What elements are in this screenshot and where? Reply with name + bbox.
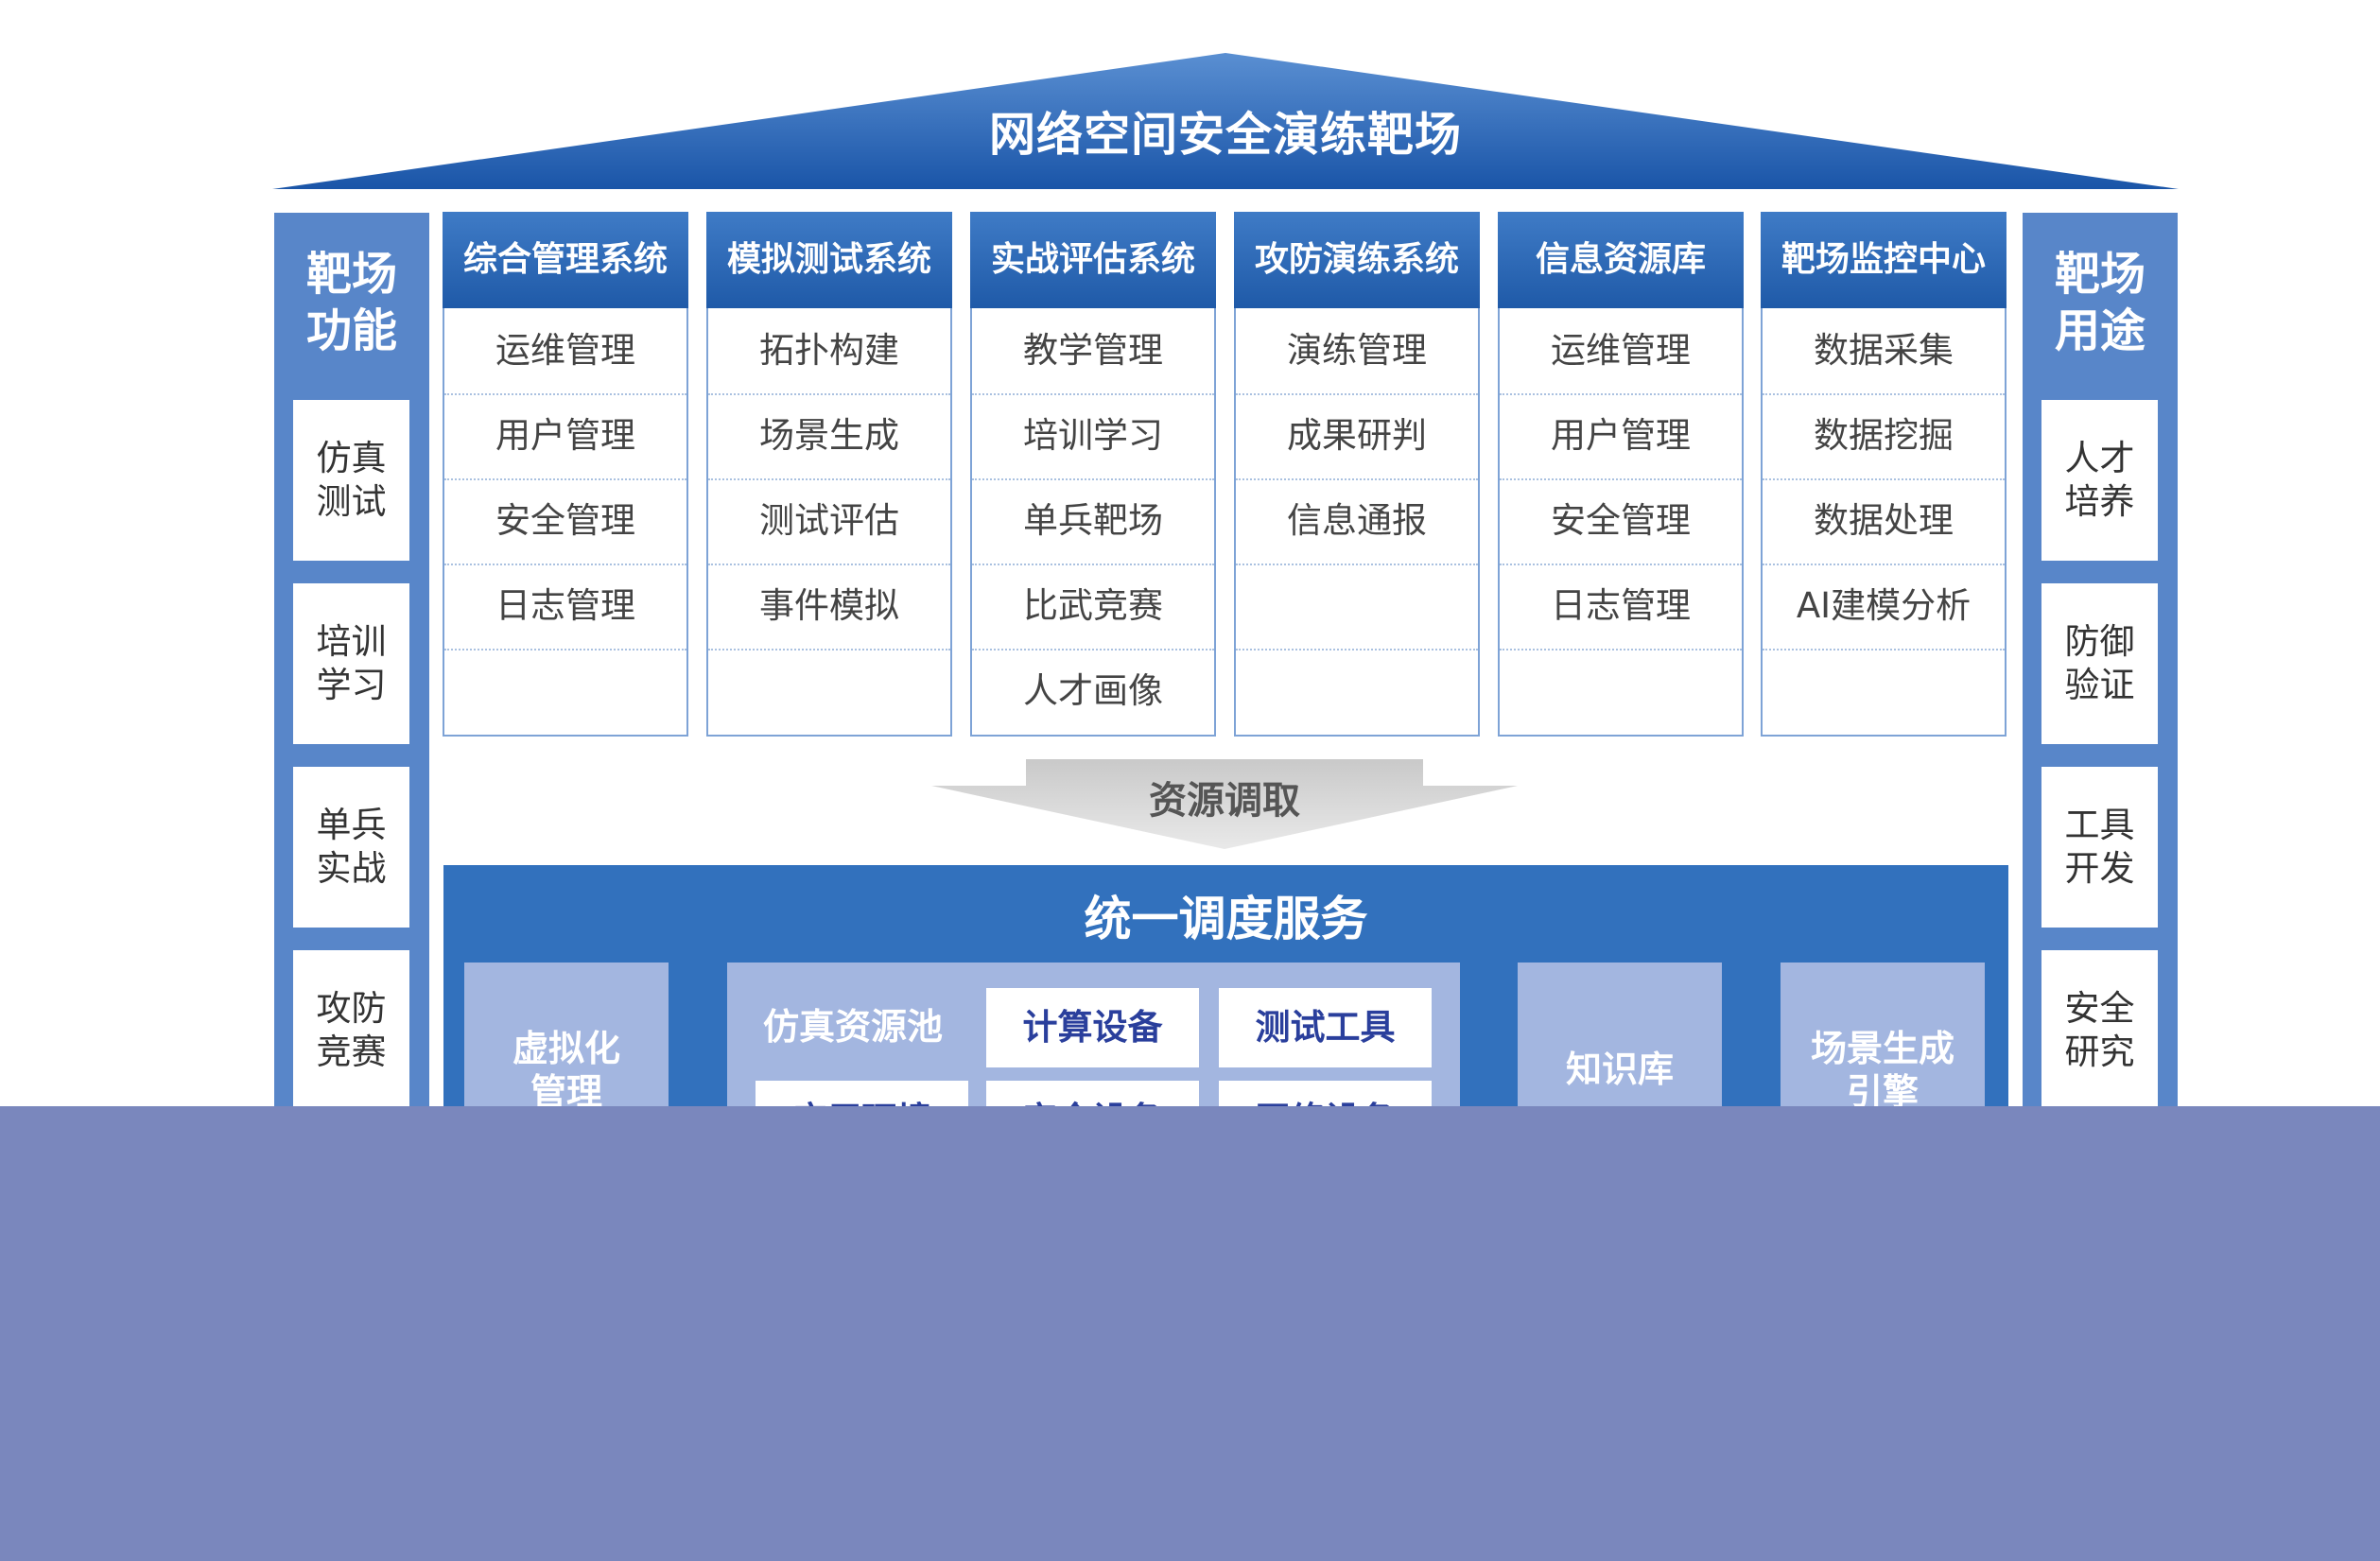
range-functions-heading: 靶场 功能 <box>305 248 397 357</box>
system-item: 单兵靶场 <box>972 478 1214 565</box>
system-item: 比武竞赛 <box>972 564 1214 650</box>
page-title: 网络空间安全演练靶场 <box>988 108 1462 162</box>
system-item: 场景生成 <box>708 393 950 480</box>
use-item: 防御 验证 <box>2041 583 2158 744</box>
function-item: 培训 学习 <box>293 583 409 744</box>
overlay-band <box>0 1106 2380 1561</box>
unified-scheduling-service: 统一调度服务 虚拟化 管理 仿真资源池 计算设备 测试工具 应用环境 安全设备 … <box>443 865 2008 1237</box>
roof-banner <box>272 53 2179 189</box>
system-item: 事件模拟 <box>708 564 950 650</box>
system-item: 安全管理 <box>444 478 686 565</box>
system-column-simulation-testing: 模拟测试系统 拓扑构建 场景生成 测试评估 事件模拟 <box>706 212 952 737</box>
system-column-integrated-management: 综合管理系统 运维管理 用户管理 安全管理 日志管理 <box>443 212 688 737</box>
system-item: 日志管理 <box>444 564 686 650</box>
use-item: 人才 培养 <box>2041 400 2158 561</box>
system-column-header: 靶场监控中心 <box>1761 212 2006 308</box>
system-column-header: 信息资源库 <box>1498 212 1744 308</box>
system-item: 人才画像 <box>1023 670 1163 711</box>
resource-fetch-label: 资源调取 <box>1149 779 1300 823</box>
use-item: 安全 研究 <box>2041 950 2158 1111</box>
resource-fetch-arrow <box>931 759 1518 849</box>
system-item <box>1763 649 2005 734</box>
system-item: 数据采集 <box>1763 308 2005 395</box>
function-item: 攻防 竞赛 <box>293 950 409 1111</box>
system-item <box>1236 564 1478 650</box>
system-item <box>444 649 686 734</box>
system-item: 用户管理 <box>1500 393 1742 480</box>
system-item: 用户管理 <box>444 393 686 480</box>
system-item: 日志管理 <box>1500 564 1742 650</box>
function-item: 单兵 实战 <box>293 767 409 928</box>
resource-chip: 测试工具 <box>1219 988 1432 1067</box>
system-item: 运维管理 <box>444 308 686 395</box>
function-item: 仿真 测试 <box>293 400 409 561</box>
system-column-header: 综合管理系统 <box>443 212 688 308</box>
system-item: 演练管理 <box>1236 308 1478 395</box>
range-uses-panel: 靶场 用途 人才 培养 防御 验证 工具 开发 安全 研究 <box>2023 213 2178 1158</box>
system-column-attack-defense-drill: 攻防演练系统 演练管理 成果研判 信息通报 <box>1234 212 1480 737</box>
system-column-monitoring-center: 靶场监控中心 数据采集 数据挖掘 数据处理 AI建模分析 <box>1761 212 2006 737</box>
system-column-header: 模拟测试系统 <box>706 212 952 308</box>
range-functions-panel: 靶场 功能 仿真 测试 培训 学习 单兵 实战 攻防 竞赛 <box>274 213 429 1158</box>
system-item: 培训学习 <box>972 393 1214 480</box>
system-column-header: 实战评估系统 <box>970 212 1216 308</box>
system-column-header: 攻防演练系统 <box>1234 212 1480 308</box>
system-item <box>1500 649 1742 734</box>
system-item: 信息通报 <box>1236 478 1478 565</box>
system-item: 测试评估 <box>708 478 950 565</box>
system-item: AI建模分析 <box>1763 564 2005 650</box>
system-item: 拓扑构建 <box>708 308 950 395</box>
system-item: 运维管理 <box>1500 308 1742 395</box>
range-uses-heading: 靶场 用途 <box>2054 248 2145 357</box>
system-column-practical-evaluation: 实战评估系统 教学管理 培训学习 单兵靶场 比武竞赛 人才画像 <box>970 212 1216 737</box>
system-item: 成果研判 <box>1236 393 1478 480</box>
service-title: 统一调度服务 <box>1084 892 1368 946</box>
resource-pool-label: 仿真资源池 <box>762 1006 943 1048</box>
system-item <box>708 649 950 734</box>
system-item <box>1236 649 1478 734</box>
resource-chip: 计算设备 <box>986 988 1199 1067</box>
system-item: 安全管理 <box>1500 478 1742 565</box>
system-item: 教学管理 <box>972 308 1214 395</box>
system-column-information-resources: 信息资源库 运维管理 用户管理 安全管理 日志管理 <box>1498 212 1744 737</box>
system-item: 数据挖掘 <box>1763 393 2005 480</box>
use-item: 工具 开发 <box>2041 767 2158 928</box>
system-item: 数据处理 <box>1763 478 2005 565</box>
